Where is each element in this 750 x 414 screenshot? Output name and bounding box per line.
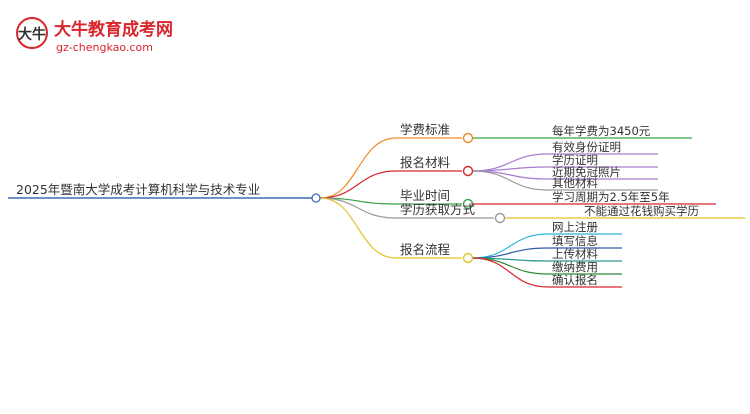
branch-2-node-dot[interactable] — [462, 165, 474, 177]
connector-lines — [8, 137, 745, 288]
branch-5-label: 报名流程 — [400, 242, 451, 257]
branch-5-child-2: 填写信息 — [552, 234, 598, 248]
branch-2-child-1: 有效身份证明 — [552, 140, 621, 154]
branch-5-child-3: 上传材料 — [552, 247, 598, 261]
root-topic: 2025年暨南大学成考计算机科学与技术专业 — [16, 182, 260, 197]
branch-1-node-dot[interactable] — [462, 132, 474, 144]
branch-4-label: 学历获取方式 — [400, 202, 476, 217]
branch-2-child-3: 近期免冠照片 — [552, 165, 621, 179]
branch-2-child-2: 学历证明 — [552, 153, 598, 167]
branch-1-child-1: 每年学费为3450元 — [552, 124, 651, 138]
branch-5-child-4: 缴纳费用 — [552, 260, 598, 274]
branch-1-label: 学费标准 — [400, 122, 450, 137]
branch-2-label: 报名材料 — [400, 155, 451, 170]
logo-ring-icon — [16, 17, 48, 49]
logo-title: 大牛教育成考网 — [54, 19, 173, 40]
branch-3-label: 毕业时间 — [400, 188, 450, 203]
logo-mark: 大牛 — [18, 26, 46, 43]
branch-2-child-4: 其他材料 — [552, 176, 598, 190]
branch-3-node-dot[interactable] — [462, 198, 474, 210]
branch-4-child-1: 不能通过花钱购买学历 — [584, 204, 699, 218]
branch-5-node-dot[interactable] — [462, 252, 474, 264]
site-logo[interactable]: 大牛 大牛教育成考网 gz-chengkao.com — [16, 17, 173, 54]
branch-5-child-1: 网上注册 — [552, 220, 598, 234]
logo-url: gz-chengkao.com — [56, 41, 153, 54]
branch-5-child-5: 确认报名 — [552, 273, 598, 287]
root-node-dot[interactable] — [311, 193, 321, 203]
branch-4-node-dot[interactable] — [494, 212, 506, 224]
branch-3-child-1: 学习周期为2.5年至5年 — [552, 190, 670, 204]
